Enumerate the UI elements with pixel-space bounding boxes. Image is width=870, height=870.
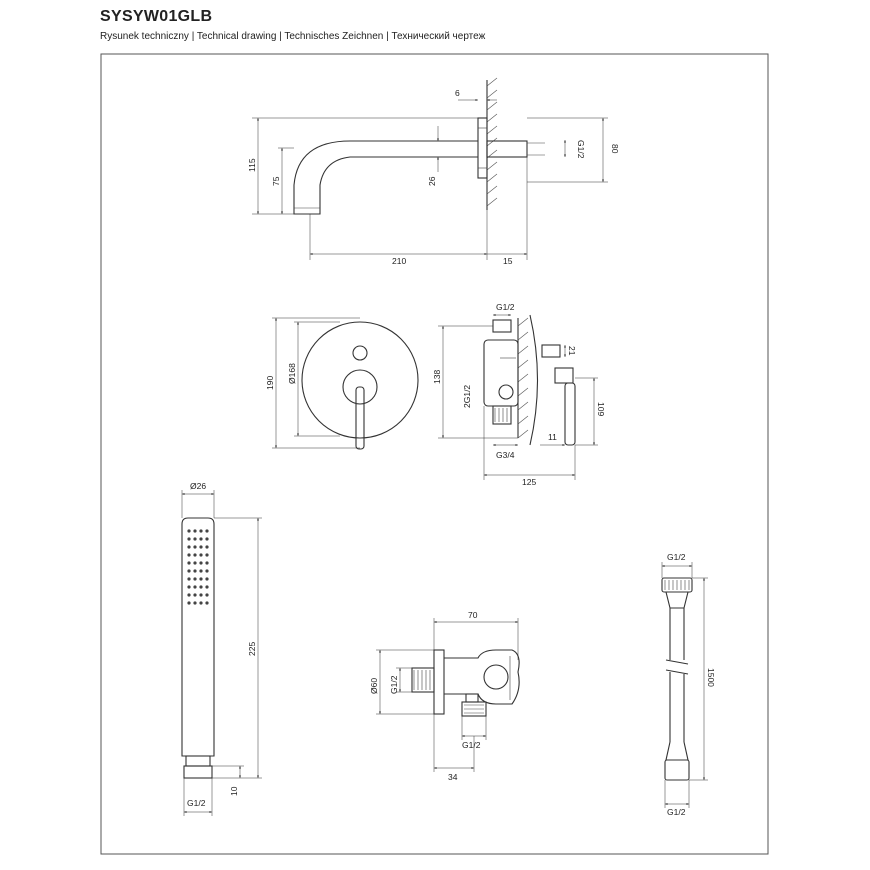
hose-dim-1500: 1500 (706, 668, 716, 687)
spout-dim-80: 80 (610, 144, 620, 154)
mixer-dim-11: 11 (548, 432, 557, 442)
mixer-side-drawing (438, 314, 598, 480)
hose-dim-g12-top: G1/2 (667, 552, 686, 562)
wall-outlet-dim-g12-side: G1/2 (389, 675, 399, 694)
mixer-front-drawing (272, 317, 419, 450)
drawing-frame (100, 53, 769, 855)
hose-drawing (661, 562, 708, 808)
mixer-dim-g34: G3/4 (496, 450, 515, 460)
mixer-dim-125: 125 (522, 477, 536, 487)
mixer-dim-21: 21 (567, 346, 577, 356)
spout-dim-26: 26 (427, 176, 437, 186)
wall-outlet-dim-70: 70 (468, 610, 478, 620)
mixer-dim-168: Ø168 (287, 363, 297, 384)
wall-outlet-dim-60: Ø60 (369, 678, 379, 694)
mixer-dim-190: 190 (265, 376, 275, 390)
spout-dim-15: 15 (503, 256, 513, 266)
spout-dim-g12: G1/2 (576, 140, 586, 159)
hand-shower-drawing (181, 490, 262, 816)
wall-outlet-drawing (376, 618, 520, 772)
hand-shower-dim-g12: G1/2 (187, 798, 206, 808)
spout-dim-75: 75 (271, 176, 281, 186)
spout-dim-6: 6 (455, 88, 460, 98)
wall-outlet-dim-34: 34 (448, 772, 458, 782)
hand-shower-dim-26: Ø26 (190, 481, 206, 491)
hand-shower-dim-10: 10 (229, 786, 239, 796)
mixer-dim-2g12: 2G1/2 (462, 385, 472, 408)
spout-dim-115: 115 (247, 158, 257, 172)
wall-outlet-dim-g12-bottom: G1/2 (462, 740, 481, 750)
mixer-dim-138: 138 (432, 370, 442, 384)
mixer-dim-g12-top: G1/2 (496, 302, 515, 312)
hose-dim-g12-bottom: G1/2 (667, 807, 686, 817)
drawing-title: SYSYW01GLB (100, 8, 213, 25)
spout-drawing (252, 77, 608, 260)
mixer-dim-109: 109 (596, 402, 606, 416)
spout-dim-210: 210 (392, 256, 406, 266)
drawing-subtitle: Rysunek techniczny | Technical drawing |… (100, 31, 486, 42)
hand-shower-dim-225: 225 (247, 642, 257, 656)
